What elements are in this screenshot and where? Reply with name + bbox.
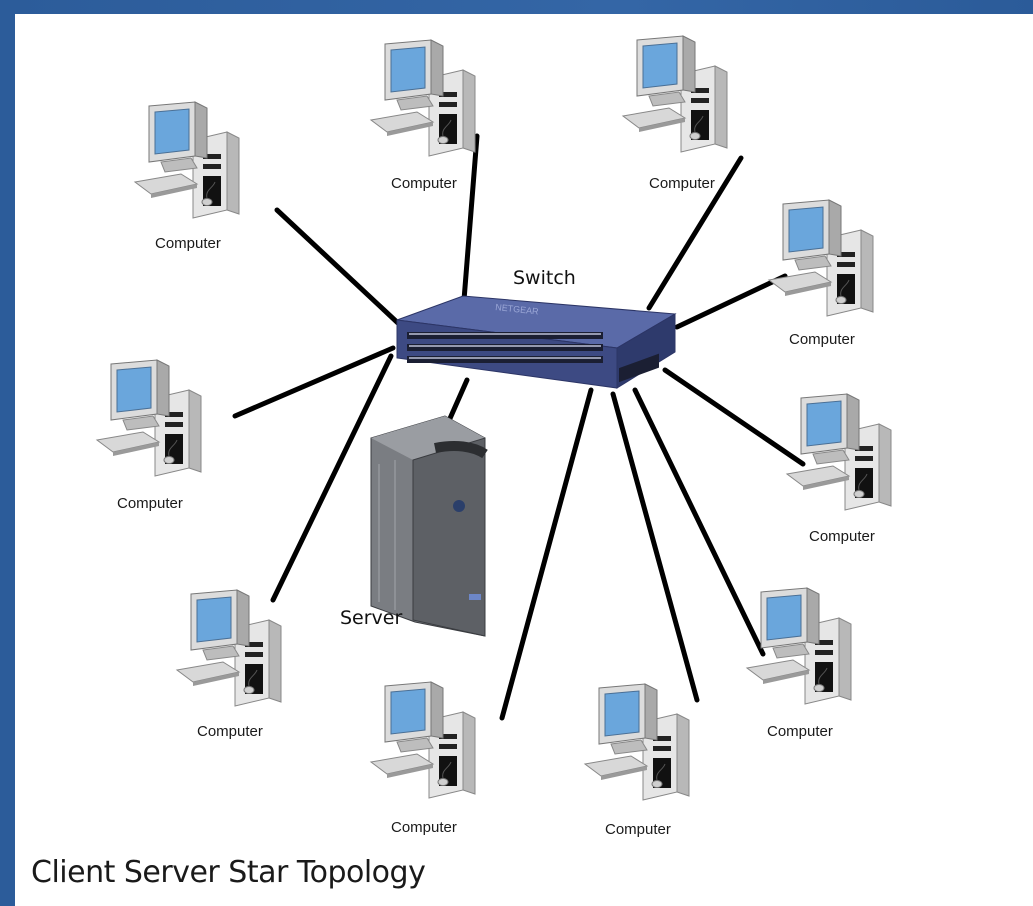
cable-group [232,133,806,721]
computer-label-right-lower: Computer [767,723,833,740]
computer-left-middle [96,359,202,477]
computer-right-lower [746,587,852,705]
diagram-panel: NETGEAR [15,14,1033,906]
computer-label-left-lower: Computer [197,723,263,740]
computer-label-right-middle: Computer [809,528,875,545]
switch-label: Switch [513,267,576,289]
cable-right-upper [674,273,788,330]
cable-top-right [646,155,744,311]
cable-right-middle [662,367,806,467]
computer-top-right [622,35,728,153]
cable-right-lower [632,387,766,657]
computer-label-bottom-center-left: Computer [391,819,457,836]
computer-right-upper [768,199,874,317]
cable-bottom-center-left [499,387,594,721]
computer-label-left-middle: Computer [117,495,183,512]
cable-top-center [461,133,480,303]
cable-left-middle [232,345,396,419]
diagram-title: Client Server Star Topology [31,855,425,890]
server-label: Server [340,607,402,629]
computer-label-top-right: Computer [649,175,715,192]
computer-bottom-center-left [370,681,476,799]
computer-bottom-center-right [584,683,690,801]
computer-left-lower [176,589,282,707]
computer-top-center [370,39,476,157]
network-diagram: NETGEAR [31,35,892,890]
computer-top-left [134,101,240,219]
cable-top-left [274,207,402,327]
computer-label-bottom-center-right: Computer [605,821,671,838]
cable-bottom-center-right [610,391,700,703]
switch-device: NETGEAR [396,295,677,389]
cable-left-lower [270,353,394,603]
svg-text:NETGEAR: NETGEAR [495,302,540,317]
computer-right-middle [786,393,892,511]
computer-label-top-center: Computer [391,175,457,192]
computer-label-top-left: Computer [155,235,221,252]
computer-label-right-upper: Computer [789,331,855,348]
server-device [370,415,488,637]
